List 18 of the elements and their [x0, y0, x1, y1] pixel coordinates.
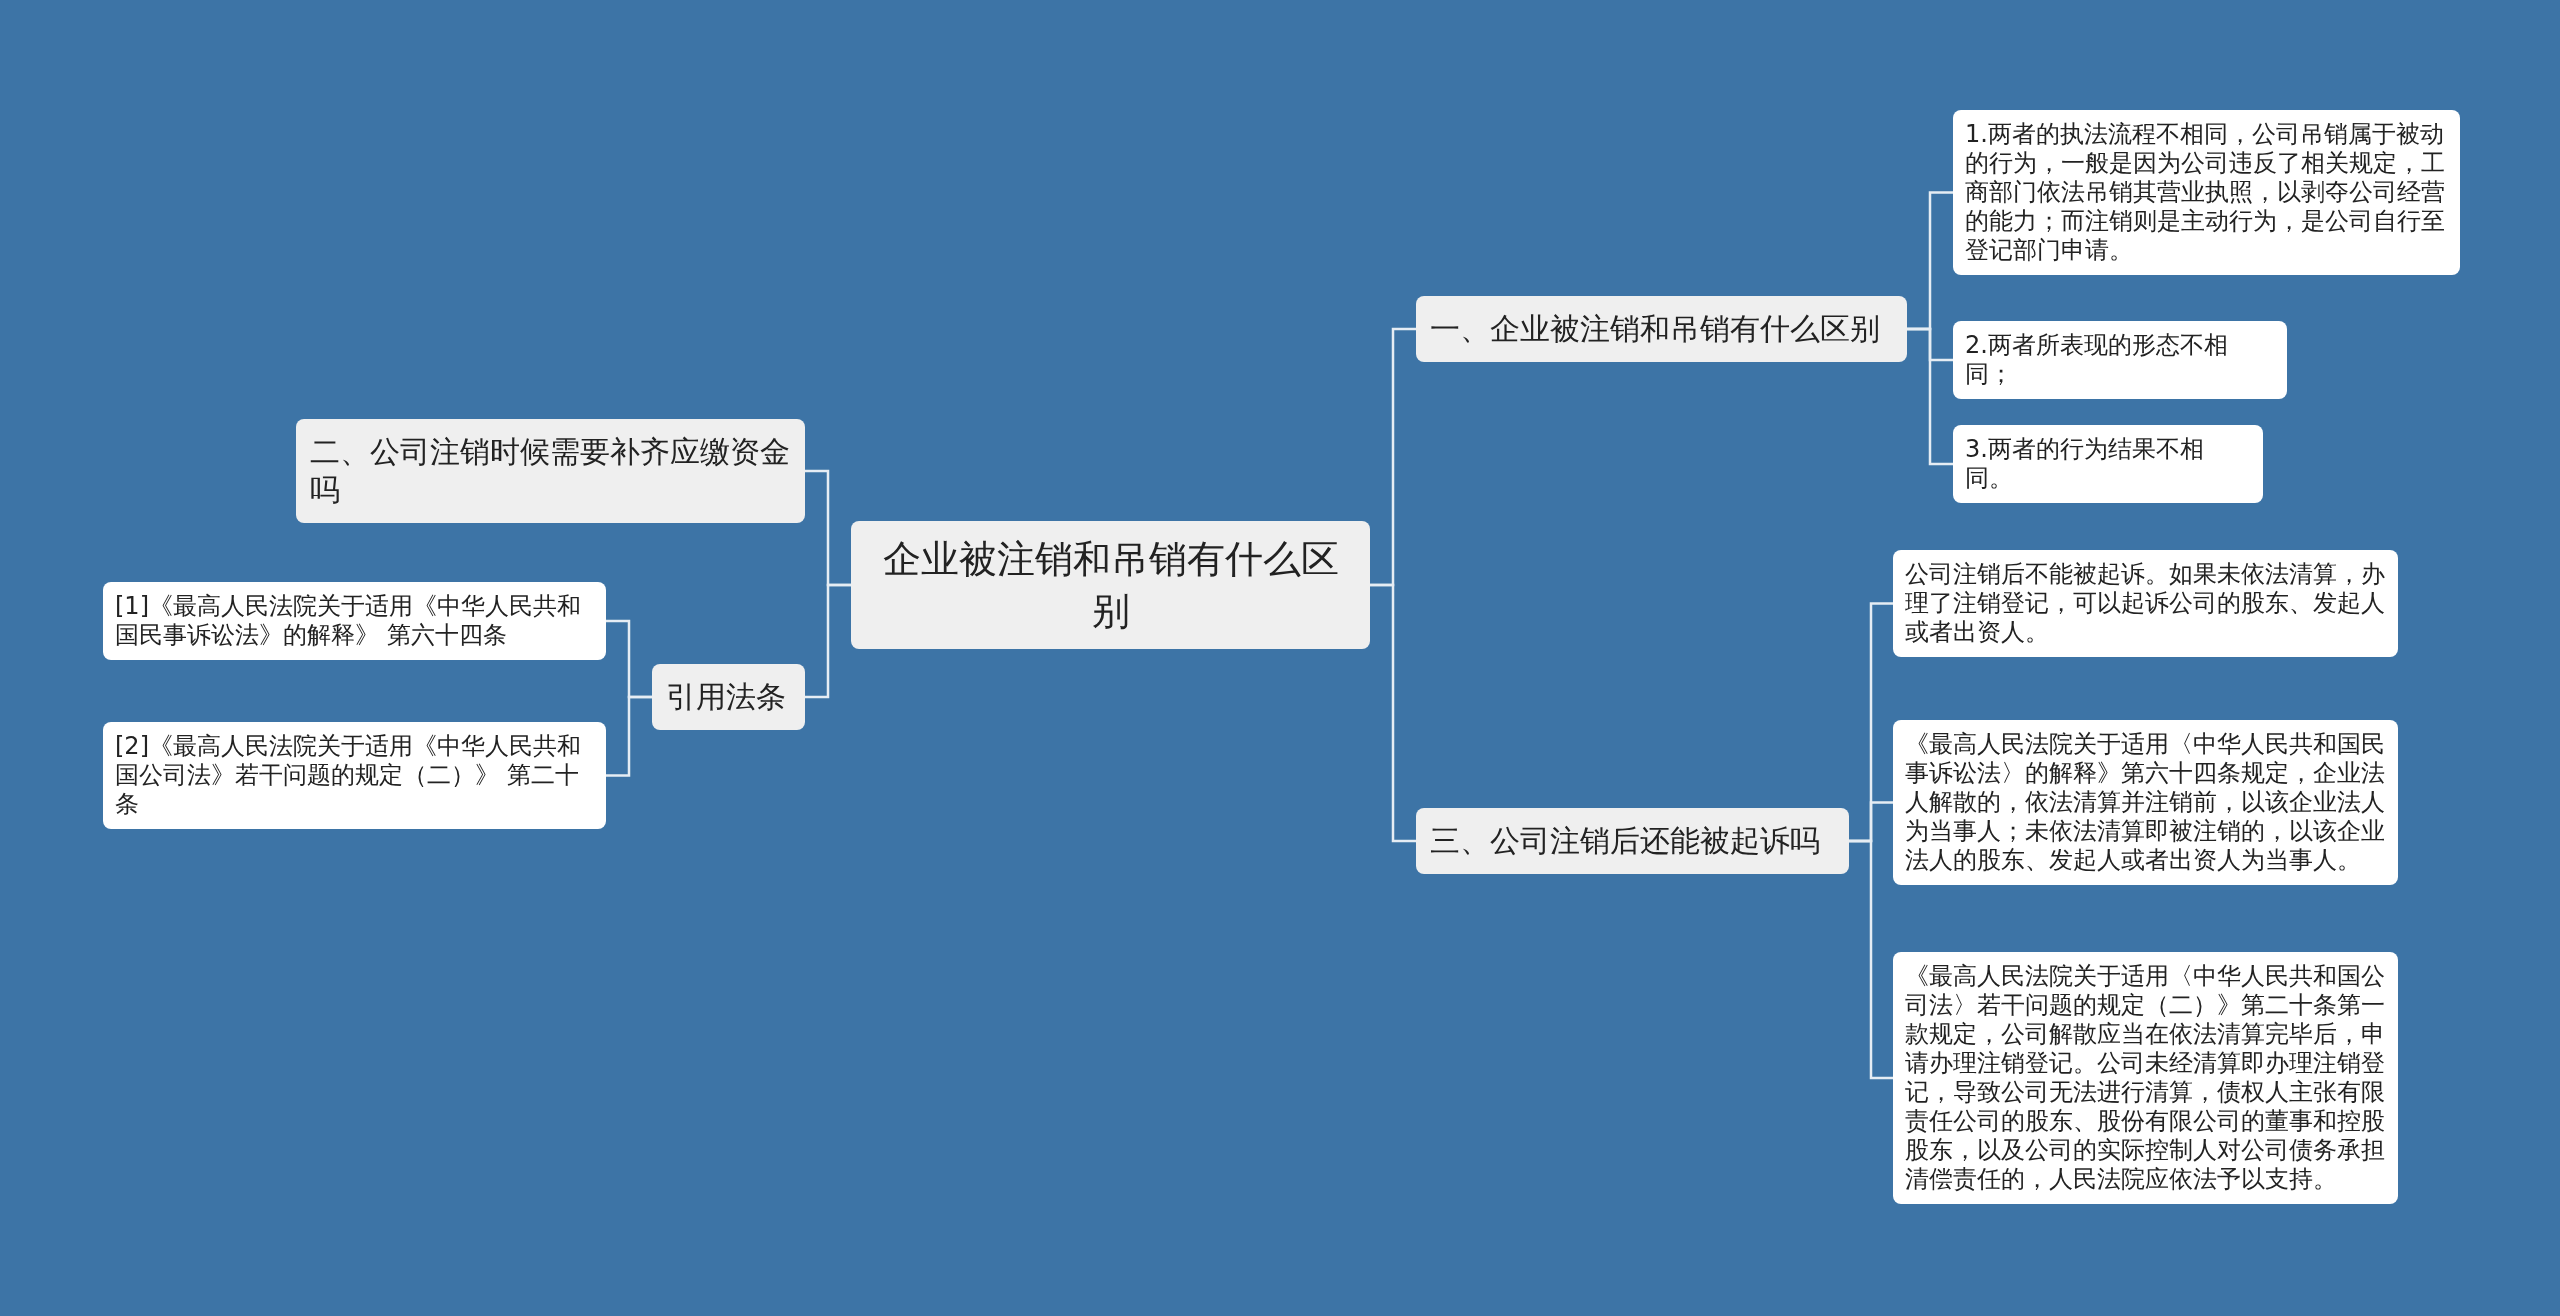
- note-box: 3.两者的行为结果不相同。: [1953, 425, 2263, 503]
- note-box: 1.两者的执法流程不相同，公司吊销属于被动的行为，一般是因为公司违反了相关规定，工商部门依法吊销其营业执照，以剥夺公司经营的能力；而注销则是主动行为，是公司自行至登记部门申请。: [1953, 109, 2460, 275]
- connector-line: [1370, 583, 1416, 843]
- note-box: 《最高人民法院关于适用〈中华人民共和国民事诉讼法〉的解释》第六十四条规定，企业法人解散的，依法清算并注销前，以该企业法人为当事人；未依法清算即被注销的，以该企业法人的股东、发起人或者出资人为当事人。: [1893, 719, 2398, 885]
- note-box: 公司注销后不能被起诉。如果未依法清算，办理了注销登记，可以起诉公司的股东、发起人或者出资人。: [1893, 549, 2398, 657]
- topic-box: 三、公司注销后还能被起诉吗: [1416, 808, 1849, 874]
- central-topic-box: 企业被注销和吊销有什么区别: [851, 521, 1370, 649]
- connector-line: [1849, 839, 1893, 1080]
- connector-line: [805, 583, 851, 699]
- note-box: 《最高人民法院关于适用〈中华人民共和国公司法〉若干问题的规定（二）》第二十条第一款规定，公司解散应当在依法清算完毕后，申请办理注销登记。公司未经清算即办理注销登记，导致公司无法进行清算，债权人主张有限责任公司的股东、股份有限公司的董事和控股股东，以及公司的实际控制人对公司债务承担清偿责任的，人民法院应依法予以支持。: [1893, 952, 2398, 1204]
- connector-line: [606, 695, 652, 777]
- note-box: [2]《最高人民法院关于适用《中华人民共和国公司法》若干问题的规定（二）》 第二十条: [103, 721, 606, 829]
- connector-line: [1907, 327, 1953, 466]
- topic-box: 引用法条: [652, 664, 805, 730]
- topic-box: 二、公司注销时候需要补齐应缴资金吗: [296, 419, 805, 523]
- topic-box: 一、企业被注销和吊销有什么区别: [1416, 296, 1907, 362]
- note-box: 2.两者所表现的形态不相同；: [1953, 321, 2287, 399]
- note-box: [1]《最高人民法院关于适用《中华人民共和国民事诉讼法》的解释》 第六十四条: [103, 582, 606, 660]
